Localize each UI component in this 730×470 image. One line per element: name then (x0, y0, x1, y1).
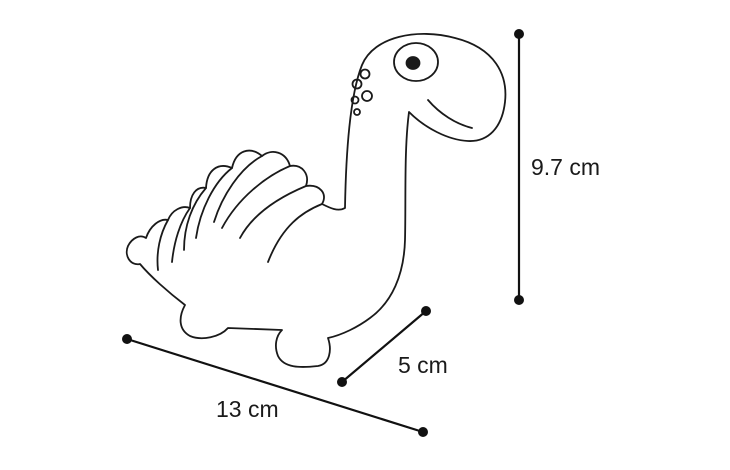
frill-line (195, 167, 233, 239)
frill-line (213, 155, 263, 223)
length-dimension: 13 cm (122, 334, 428, 437)
spot (350, 95, 360, 105)
eye-outline (393, 42, 439, 82)
mouth-smile (427, 99, 473, 129)
eye-pupil (405, 56, 421, 70)
spot (359, 68, 371, 80)
spot (353, 108, 361, 116)
length-label: 13 cm (216, 396, 279, 422)
depth-label: 5 cm (398, 352, 448, 378)
frill-line (183, 187, 207, 251)
frill-line (239, 185, 307, 239)
spot (361, 90, 373, 102)
frill-line (267, 203, 323, 263)
dinosaur-body-outline (125, 32, 507, 368)
dinosaur-toy-icon (125, 32, 507, 368)
frill-line (221, 165, 291, 229)
height-dimension: 9.7 cm (514, 29, 600, 305)
frill-line (171, 207, 191, 263)
frill-line (156, 219, 169, 271)
depth-dimension: 5 cm (337, 306, 448, 387)
height-label: 9.7 cm (531, 154, 600, 180)
spot (351, 78, 363, 90)
